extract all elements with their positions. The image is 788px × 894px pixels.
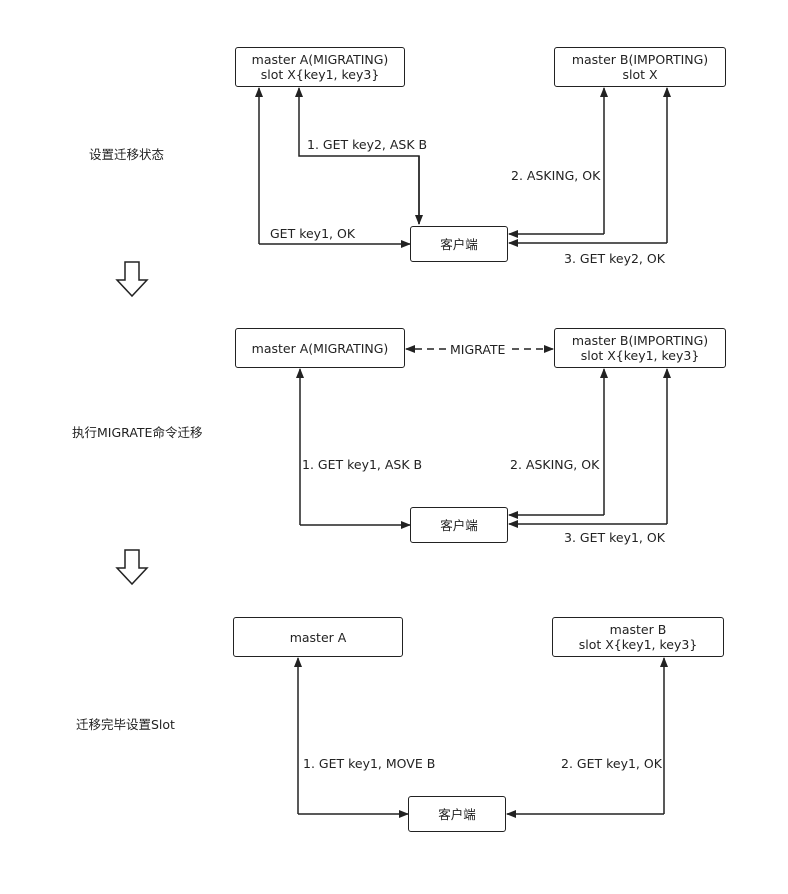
s2-edge-a-fwd-label: 1. GET key1, ASK B — [302, 457, 423, 472]
s3-master-b-line1: master B — [609, 622, 667, 637]
s1-edge-b-right-label: 3. GET key2, OK — [564, 251, 665, 266]
s3-master-b-line2: slot X{key1, key3} — [578, 637, 698, 652]
s1-master-a-line1: master A(MIGRATING) — [251, 52, 389, 67]
s1-master-b-line1: master B(IMPORTING) — [571, 52, 709, 67]
s3-master-a-node: master A — [233, 617, 403, 657]
section-1-label: 设置迁移状态 — [89, 147, 165, 162]
section-2-label: 执行MIGRATE命令迁移 — [72, 425, 203, 440]
s3-edge-a-fwd-label: 1. GET key1, MOVE B — [303, 756, 436, 771]
s2-client-node: 客户端 — [410, 507, 508, 543]
s2-client-label: 客户端 — [440, 517, 478, 533]
s2-master-b-line2: slot X{key1, key3} — [580, 348, 700, 363]
s1-client-label: 客户端 — [440, 236, 478, 252]
s2-migrate-label: MIGRATE — [448, 342, 508, 357]
s3-master-a-line1: master A — [289, 629, 347, 645]
s1-edge-a-fwd-label: 1. GET key2, ASK B — [307, 137, 428, 152]
s2-master-a-line1: master A(MIGRATING) — [251, 340, 389, 356]
s2-edge-b-left-label: 2. ASKING, OK — [510, 457, 600, 472]
s3-master-b-node: master B slot X{key1, key3} — [552, 617, 724, 657]
s2-master-a-node: master A(MIGRATING) — [235, 328, 405, 368]
s3-client-label: 客户端 — [438, 806, 476, 822]
down-arrow-2-icon — [115, 549, 149, 586]
s3-client-node: 客户端 — [408, 796, 506, 832]
s1-master-a-node: master A(MIGRATING) slot X{key1, key3} — [235, 47, 405, 87]
s1-master-b-node: master B(IMPORTING) slot X — [554, 47, 726, 87]
s2-edge-b-right-label: 3. GET key1, OK — [564, 530, 665, 545]
s3-edge-b-fwd-label: 2. GET key1, OK — [561, 756, 662, 771]
s1-master-b-line2: slot X — [622, 67, 658, 82]
s1-edge-b-left-label: 2. ASKING, OK — [511, 168, 601, 183]
edge-s1-a-fwd — [295, 87, 420, 224]
s2-master-b-line1: master B(IMPORTING) — [571, 333, 709, 348]
s1-edge-a-back-label: GET key1, OK — [270, 226, 356, 241]
s2-master-b-node: master B(IMPORTING) slot X{key1, key3} — [554, 328, 726, 368]
s1-client-node: 客户端 — [410, 226, 508, 262]
s1-master-a-line2: slot X{key1, key3} — [260, 67, 380, 82]
down-arrow-1-icon — [115, 261, 149, 298]
section-3-label: 迁移完毕设置Slot — [76, 717, 175, 732]
